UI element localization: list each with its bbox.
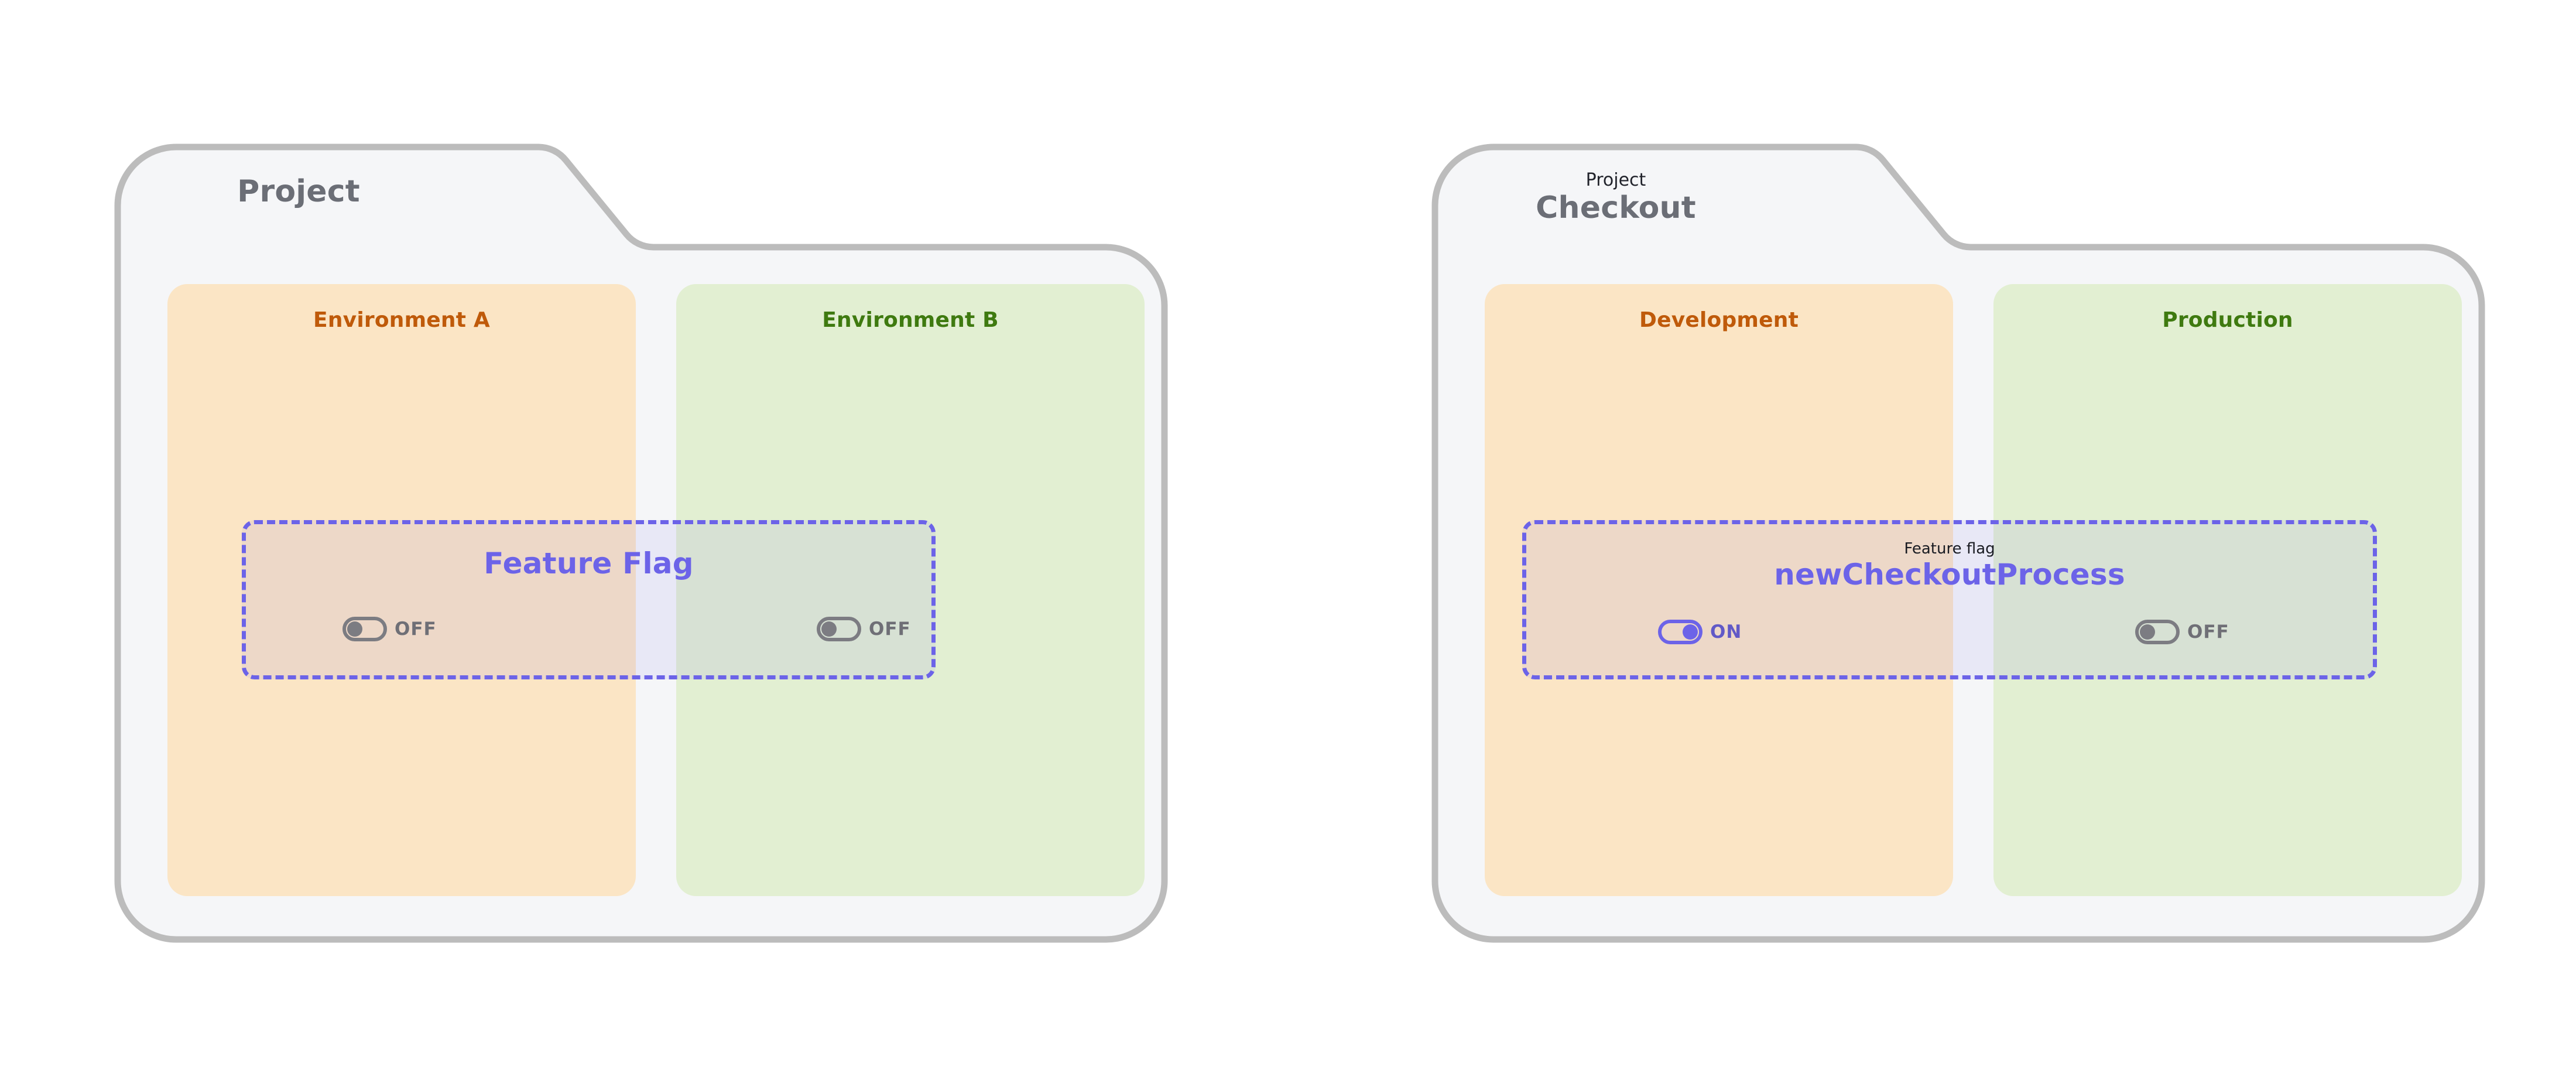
toggle-switch-production[interactable]: [2135, 620, 2180, 644]
feature-flag-head-checkout: Feature flag newCheckoutProcess: [1526, 541, 2373, 591]
feature-flag-title-generic: Feature Flag: [484, 546, 694, 580]
feature-flag-box-generic[interactable]: Feature Flag OFF OFF: [242, 520, 936, 679]
feature-flag-box-checkout[interactable]: Feature flag newCheckoutProcess ON OFF: [1522, 520, 2377, 679]
toggle-group-environment-b[interactable]: OFF: [817, 617, 911, 641]
toggle-knob-icon: [1683, 624, 1698, 640]
env-panel-production[interactable]: Production: [1993, 284, 2462, 896]
env-panel-development[interactable]: Development: [1485, 284, 1953, 896]
toggle-group-production[interactable]: OFF: [2135, 620, 2229, 644]
toggle-state-label-production: OFF: [2187, 621, 2229, 643]
env-label-development: Development: [1639, 308, 1799, 332]
toggle-knob-icon: [821, 621, 837, 637]
toggle-state-label-environment-b: OFF: [869, 618, 911, 640]
feature-flag-kicker-checkout: Feature flag: [1904, 540, 1995, 558]
folder-checkout: Project Checkout Development Production …: [1429, 141, 2488, 946]
toggle-switch-environment-a[interactable]: [342, 617, 387, 641]
folder-generic: Project Environment A Environment B Feat…: [111, 141, 1171, 946]
env-label-environment-a: Environment A: [313, 308, 490, 332]
env-panel-environment-b[interactable]: Environment B: [676, 284, 1145, 896]
toggle-knob-icon: [347, 621, 362, 637]
toggle-group-environment-a[interactable]: OFF: [342, 617, 437, 641]
feature-flag-title-checkout: newCheckoutProcess: [1774, 557, 2125, 592]
feature-flag-head-generic: Feature Flag: [246, 546, 931, 580]
toggle-state-label-environment-a: OFF: [395, 618, 437, 640]
toggle-state-label-development: ON: [1710, 621, 1742, 643]
toggle-group-development[interactable]: ON: [1658, 620, 1742, 644]
toggle-knob-icon: [2140, 624, 2155, 640]
env-label-environment-b: Environment B: [822, 308, 999, 332]
toggle-switch-development[interactable]: [1658, 620, 1703, 644]
toggle-switch-environment-b[interactable]: [817, 617, 861, 641]
env-label-production: Production: [2162, 308, 2293, 332]
